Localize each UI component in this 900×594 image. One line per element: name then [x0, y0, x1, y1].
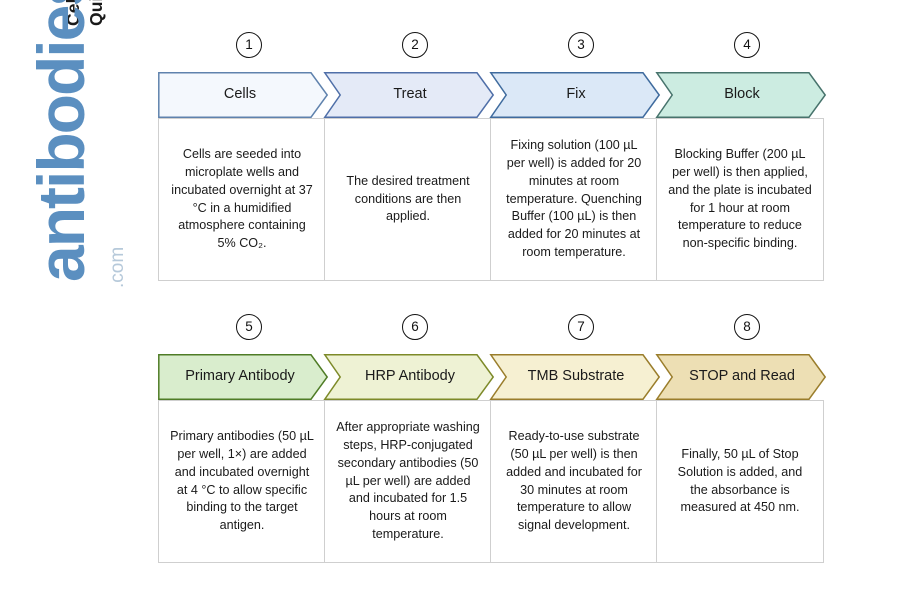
step-description-box-7: Ready-to-use substrate (50 µL per well) …: [490, 400, 658, 563]
step-number-badge-1: 1: [236, 32, 262, 58]
step-chevron-4[interactable]: Block: [655, 72, 827, 118]
step-number-badges: 5 6 7 8: [158, 314, 844, 354]
step-description-box-8: Finally, 50 µL of Stop Solution is added…: [656, 400, 824, 563]
step-description-text-5: Primary antibodies (50 µL per well, 1×) …: [170, 428, 314, 533]
step-number-badge-8: 8: [734, 314, 760, 340]
step-description-box-1: Cells are seeded into microplate wells a…: [158, 118, 326, 281]
step-chevron-6[interactable]: HRP Antibody: [323, 354, 495, 400]
step-number-badge-4: 4: [734, 32, 760, 58]
step-label-4: Block: [724, 86, 760, 103]
step-description-row: Primary antibodies (50 µL per well, 1×) …: [158, 400, 844, 563]
step-chevron-7[interactable]: TMB Substrate: [489, 354, 661, 400]
step-description-box-5: Primary antibodies (50 µL per well, 1×) …: [158, 400, 326, 563]
step-label-7: TMB Substrate: [527, 368, 625, 385]
step-description-text-3: Fixing solution (100 µL per well) is add…: [506, 137, 642, 260]
chevron-shape: [158, 72, 329, 118]
step-label-8: STOP and Read: [689, 368, 795, 385]
step-label-1: Cells: [223, 86, 257, 103]
step-description-text-7: Ready-to-use substrate (50 µL per well) …: [506, 428, 642, 533]
chevron-shape: [489, 72, 661, 118]
chevron-shape: [489, 354, 661, 400]
page-title-container: Cell Based ELISA Kits Quick Protocol: [0, 0, 150, 594]
step-description-row: Cells are seeded into microplate wells a…: [158, 118, 844, 281]
step-chevron-bar: Primary Antibody HRP Antibody TMB Substrat…: [158, 354, 844, 400]
step-chevron-3[interactable]: Fix: [489, 72, 661, 118]
chevron-shape: [158, 354, 329, 400]
page-title: Cell Based ELISA Kits Quick Protocol: [62, 0, 108, 26]
step-number-badge-5: 5: [236, 314, 262, 340]
step-description-box-2: The desired treatment conditions are the…: [324, 118, 492, 281]
step-description-text-2: The desired treatment conditions are the…: [346, 173, 470, 224]
step-number-badge-7: 7: [568, 314, 594, 340]
step-description-text-8: Finally, 50 µL of Stop Solution is added…: [677, 446, 803, 515]
step-chevron-bar: Cells Treat Fix Block: [158, 72, 844, 118]
step-label-6: HRP Antibody: [364, 368, 455, 385]
step-chevron-2[interactable]: Treat: [323, 72, 495, 118]
step-label-3: Fix: [566, 86, 586, 103]
step-number-badge-6: 6: [402, 314, 428, 340]
chevron-shape: [323, 354, 495, 400]
step-description-box-4: Blocking Buffer (200 µL per well) is the…: [656, 118, 824, 281]
step-chevron-1[interactable]: Cells: [158, 72, 329, 118]
step-description-box-3: Fixing solution (100 µL per well) is add…: [490, 118, 658, 281]
chevron-shape: [655, 72, 827, 118]
step-description-text-6: After appropriate washing steps, HRP-con…: [336, 419, 480, 542]
chevron-shape: [655, 354, 827, 400]
step-label-2: Treat: [393, 86, 427, 103]
step-description-text-4: Blocking Buffer (200 µL per well) is the…: [668, 146, 812, 251]
step-description-text-1: Cells are seeded into microplate wells a…: [171, 146, 313, 251]
step-label-5: Primary Antibody: [185, 368, 295, 385]
step-number-badges: 1 2 3 4: [158, 32, 844, 72]
chevron-shape: [323, 72, 495, 118]
step-number-badge-3: 3: [568, 32, 594, 58]
step-chevron-5[interactable]: Primary Antibody: [158, 354, 329, 400]
step-number-badge-2: 2: [402, 32, 428, 58]
step-description-box-6: After appropriate washing steps, HRP-con…: [324, 400, 492, 563]
step-chevron-8[interactable]: STOP and Read: [655, 354, 827, 400]
